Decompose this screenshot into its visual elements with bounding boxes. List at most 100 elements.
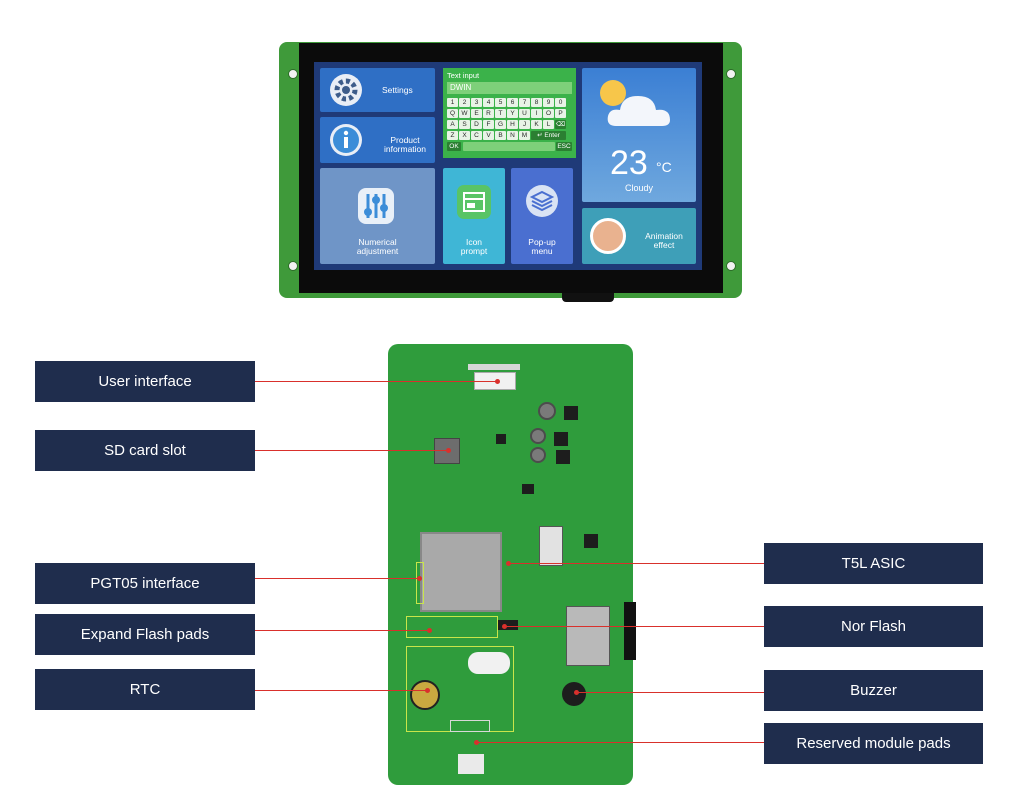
side-tab bbox=[624, 602, 636, 660]
leader-dot bbox=[574, 690, 579, 695]
key[interactable]: V bbox=[483, 131, 494, 140]
backspace-key[interactable]: ⌫ bbox=[555, 120, 566, 129]
callout-user-interface: User interface bbox=[35, 361, 255, 402]
key[interactable]: S bbox=[459, 120, 470, 129]
key[interactable]: 0 bbox=[555, 98, 566, 107]
pgt05-pads bbox=[416, 562, 424, 604]
info-icon bbox=[330, 124, 362, 156]
leader-line bbox=[577, 692, 764, 693]
temperature-value: 23 bbox=[610, 144, 648, 182]
key[interactable]: 9 bbox=[543, 98, 554, 107]
key[interactable]: A bbox=[447, 120, 458, 129]
text-input-tile[interactable]: Text input DWIN 1 2 3 4 5 6 7 8 9 0 Q W … bbox=[443, 68, 576, 158]
ok-key[interactable]: OK bbox=[447, 142, 461, 151]
key[interactable]: P bbox=[555, 109, 566, 118]
key[interactable]: M bbox=[519, 131, 530, 140]
keyboard-row: OK ESC bbox=[447, 142, 572, 151]
product-info-label: Product information bbox=[383, 135, 427, 154]
enter-key[interactable]: ↵ Enter bbox=[531, 131, 566, 140]
settings-label: Settings bbox=[382, 85, 413, 95]
key[interactable]: L bbox=[543, 120, 554, 129]
sliders-icon bbox=[358, 188, 394, 224]
settings-tile[interactable]: Settings bbox=[320, 68, 435, 112]
icon-prompt-tile[interactable]: Icon prompt bbox=[443, 168, 505, 264]
key[interactable]: 3 bbox=[471, 98, 482, 107]
leader-dot bbox=[417, 576, 422, 581]
leader-dot bbox=[427, 628, 432, 633]
key[interactable]: O bbox=[543, 109, 554, 118]
antenna-pattern bbox=[458, 754, 484, 774]
key[interactable]: K bbox=[531, 120, 542, 129]
leader-dot bbox=[446, 448, 451, 453]
window-icon bbox=[457, 185, 491, 219]
leader-line bbox=[477, 742, 764, 743]
inductor bbox=[564, 406, 578, 420]
key[interactable]: Y bbox=[507, 109, 518, 118]
popup-menu-tile[interactable]: Pop-up menu bbox=[511, 168, 573, 264]
reserved-module-pads bbox=[450, 720, 490, 732]
key[interactable]: 6 bbox=[507, 98, 518, 107]
chip bbox=[584, 534, 598, 548]
key[interactable]: C bbox=[471, 131, 482, 140]
callout-buzzer: Buzzer bbox=[764, 670, 983, 711]
numerical-adjustment-tile[interactable]: Numerical adjustment bbox=[320, 168, 435, 264]
capacitor bbox=[538, 402, 556, 420]
cloud-icon bbox=[607, 96, 670, 126]
leader-dot bbox=[425, 688, 430, 693]
side-connector bbox=[566, 606, 610, 666]
keyboard-row: 1 2 3 4 5 6 7 8 9 0 bbox=[447, 98, 566, 107]
leader-dot bbox=[502, 624, 507, 629]
space-key[interactable] bbox=[462, 142, 555, 151]
key[interactable]: D bbox=[471, 120, 482, 129]
key[interactable]: 7 bbox=[519, 98, 530, 107]
key[interactable]: X bbox=[459, 131, 470, 140]
key[interactable]: B bbox=[495, 131, 506, 140]
nor-flash-chip bbox=[498, 620, 518, 630]
weather-tile[interactable]: 23 °C Cloudy bbox=[582, 68, 696, 202]
key[interactable]: N bbox=[507, 131, 518, 140]
key[interactable]: 5 bbox=[495, 98, 506, 107]
sun-icon bbox=[600, 80, 626, 106]
esc-key[interactable]: ESC bbox=[556, 142, 572, 151]
product-info-tile[interactable]: Product information bbox=[320, 117, 435, 163]
leader-dot bbox=[495, 379, 500, 384]
animation-effect-tile[interactable]: Animation effect bbox=[582, 208, 696, 264]
key[interactable]: I bbox=[531, 109, 542, 118]
weather-label: Cloudy bbox=[624, 183, 653, 193]
key[interactable]: J bbox=[519, 120, 530, 129]
t5l-asic-shield bbox=[420, 532, 502, 612]
chip bbox=[522, 484, 534, 494]
key[interactable]: W bbox=[459, 109, 470, 118]
leader-dot bbox=[474, 740, 479, 745]
mount-hole bbox=[288, 69, 298, 79]
key[interactable]: H bbox=[507, 120, 518, 129]
popup-menu-label: Pop-up menu bbox=[528, 237, 556, 256]
animation-icon bbox=[590, 218, 626, 254]
fpc-connector bbox=[539, 526, 563, 566]
leader-line bbox=[255, 381, 498, 382]
key[interactable]: R bbox=[483, 109, 494, 118]
key[interactable]: T bbox=[495, 109, 506, 118]
key[interactable]: 4 bbox=[483, 98, 494, 107]
key[interactable]: U bbox=[519, 109, 530, 118]
connector-housing bbox=[468, 364, 520, 370]
animation-effect-label: Animation effect bbox=[645, 231, 683, 250]
key[interactable]: Q bbox=[447, 109, 458, 118]
rtc-battery bbox=[410, 680, 440, 710]
key[interactable]: E bbox=[471, 109, 482, 118]
key[interactable]: F bbox=[483, 120, 494, 129]
numerical-adjustment-label: Numerical adjustment bbox=[356, 237, 399, 256]
leader-line bbox=[255, 690, 428, 691]
callout-rtc: RTC bbox=[35, 669, 255, 710]
key[interactable]: Z bbox=[447, 131, 458, 140]
leader-dot bbox=[506, 561, 511, 566]
leader-line bbox=[255, 578, 420, 579]
text-input-field[interactable]: DWIN bbox=[447, 82, 572, 94]
callout-pgt05-interface: PGT05 interface bbox=[35, 563, 255, 604]
keyboard-row: Q W E R T Y U I O P bbox=[447, 109, 566, 118]
key[interactable]: 1 bbox=[447, 98, 458, 107]
key[interactable]: G bbox=[495, 120, 506, 129]
temperature-unit: °C bbox=[656, 159, 672, 175]
key[interactable]: 8 bbox=[531, 98, 542, 107]
key[interactable]: 2 bbox=[459, 98, 470, 107]
